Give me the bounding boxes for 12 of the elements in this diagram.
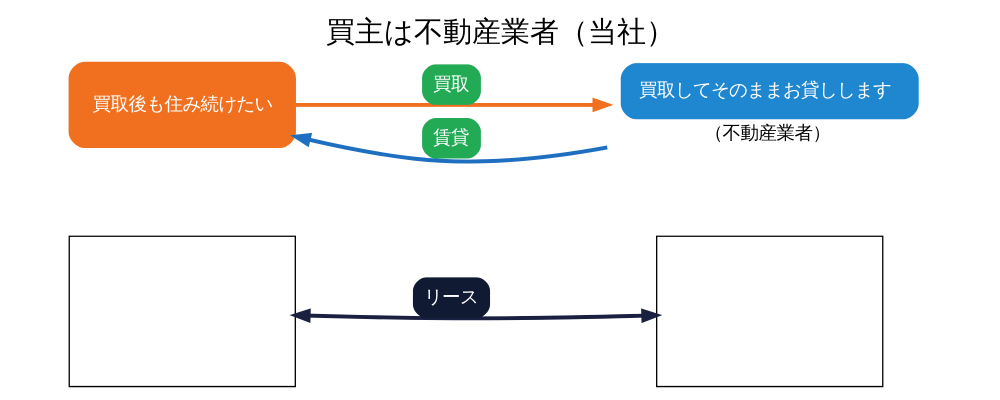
node-label: （不動産業者） xyxy=(704,123,830,144)
arrow xyxy=(289,308,662,324)
edge-label: 賃貸 xyxy=(432,128,469,149)
edge-label: リース xyxy=(424,287,478,308)
node-box xyxy=(656,236,883,388)
node-box xyxy=(68,236,296,388)
node-box: 買取後も住み続けたい xyxy=(68,62,296,148)
edge-label: 買取 xyxy=(432,74,469,96)
arrow xyxy=(290,132,608,164)
arrow xyxy=(295,98,613,112)
node-box: 買取してそのままお貸しします xyxy=(620,63,918,120)
diagram-title: 買主は不動産業者（当社） xyxy=(326,14,674,49)
